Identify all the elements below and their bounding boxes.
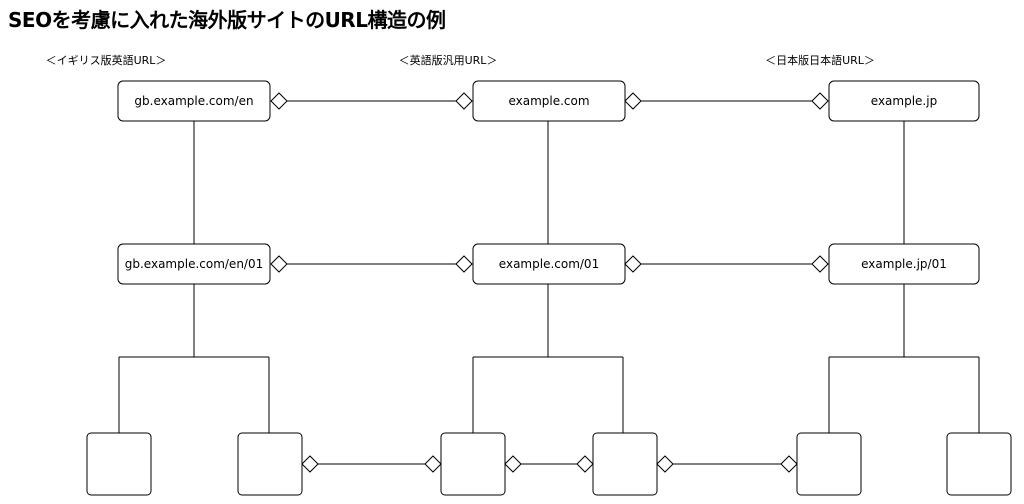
node-jp-top: example.jp: [828, 80, 980, 122]
tree-jp: [828, 284, 980, 433]
tree-uk: [118, 284, 270, 433]
node-label: gb.example.com/en/01: [125, 257, 264, 271]
leaf-node: [440, 432, 506, 496]
node-label: example.com: [508, 94, 589, 108]
column-label-uk: ＜イギリス版英語URL＞: [45, 54, 167, 67]
node-label: example.jp: [871, 94, 937, 108]
node-uk-mid: gb.example.com/en/01: [117, 243, 271, 285]
leaf-node: [946, 432, 1012, 496]
leaf-node: [86, 432, 152, 496]
node-uk-top: gb.example.com/en: [117, 80, 271, 122]
node-generic-mid: example.com/01: [472, 243, 626, 285]
diamond-icon: [811, 92, 829, 110]
diamond-icon: [424, 455, 442, 473]
node-label: example.com/01: [499, 257, 599, 271]
diamond-icon: [270, 255, 288, 273]
leaf-node: [796, 432, 862, 496]
diamond-icon: [780, 455, 798, 473]
diamond-icon: [656, 455, 674, 473]
leaf-node: [237, 432, 303, 496]
diamond-icon: [811, 255, 829, 273]
diagram-title: SEOを考慮に入れた海外版サイトのURL構造の例: [8, 8, 446, 32]
tree-generic: [472, 284, 624, 433]
node-generic-top: example.com: [472, 80, 626, 122]
diamond-icon: [624, 255, 642, 273]
diamond-icon: [301, 455, 319, 473]
leaf-node: [592, 432, 658, 496]
node-label: example.jp/01: [861, 257, 947, 271]
diamond-icon: [270, 92, 288, 110]
diamond-icon: [455, 92, 473, 110]
node-label: gb.example.com/en: [134, 94, 253, 108]
node-jp-mid: example.jp/01: [828, 243, 980, 285]
diamond-icon: [624, 92, 642, 110]
diamond-icon: [455, 255, 473, 273]
column-label-jp: ＜日本版日本語URL＞: [765, 54, 875, 67]
diamond-icon: [504, 455, 522, 473]
column-label-generic: ＜英語版汎用URL＞: [398, 54, 498, 67]
diamond-icon: [576, 455, 594, 473]
